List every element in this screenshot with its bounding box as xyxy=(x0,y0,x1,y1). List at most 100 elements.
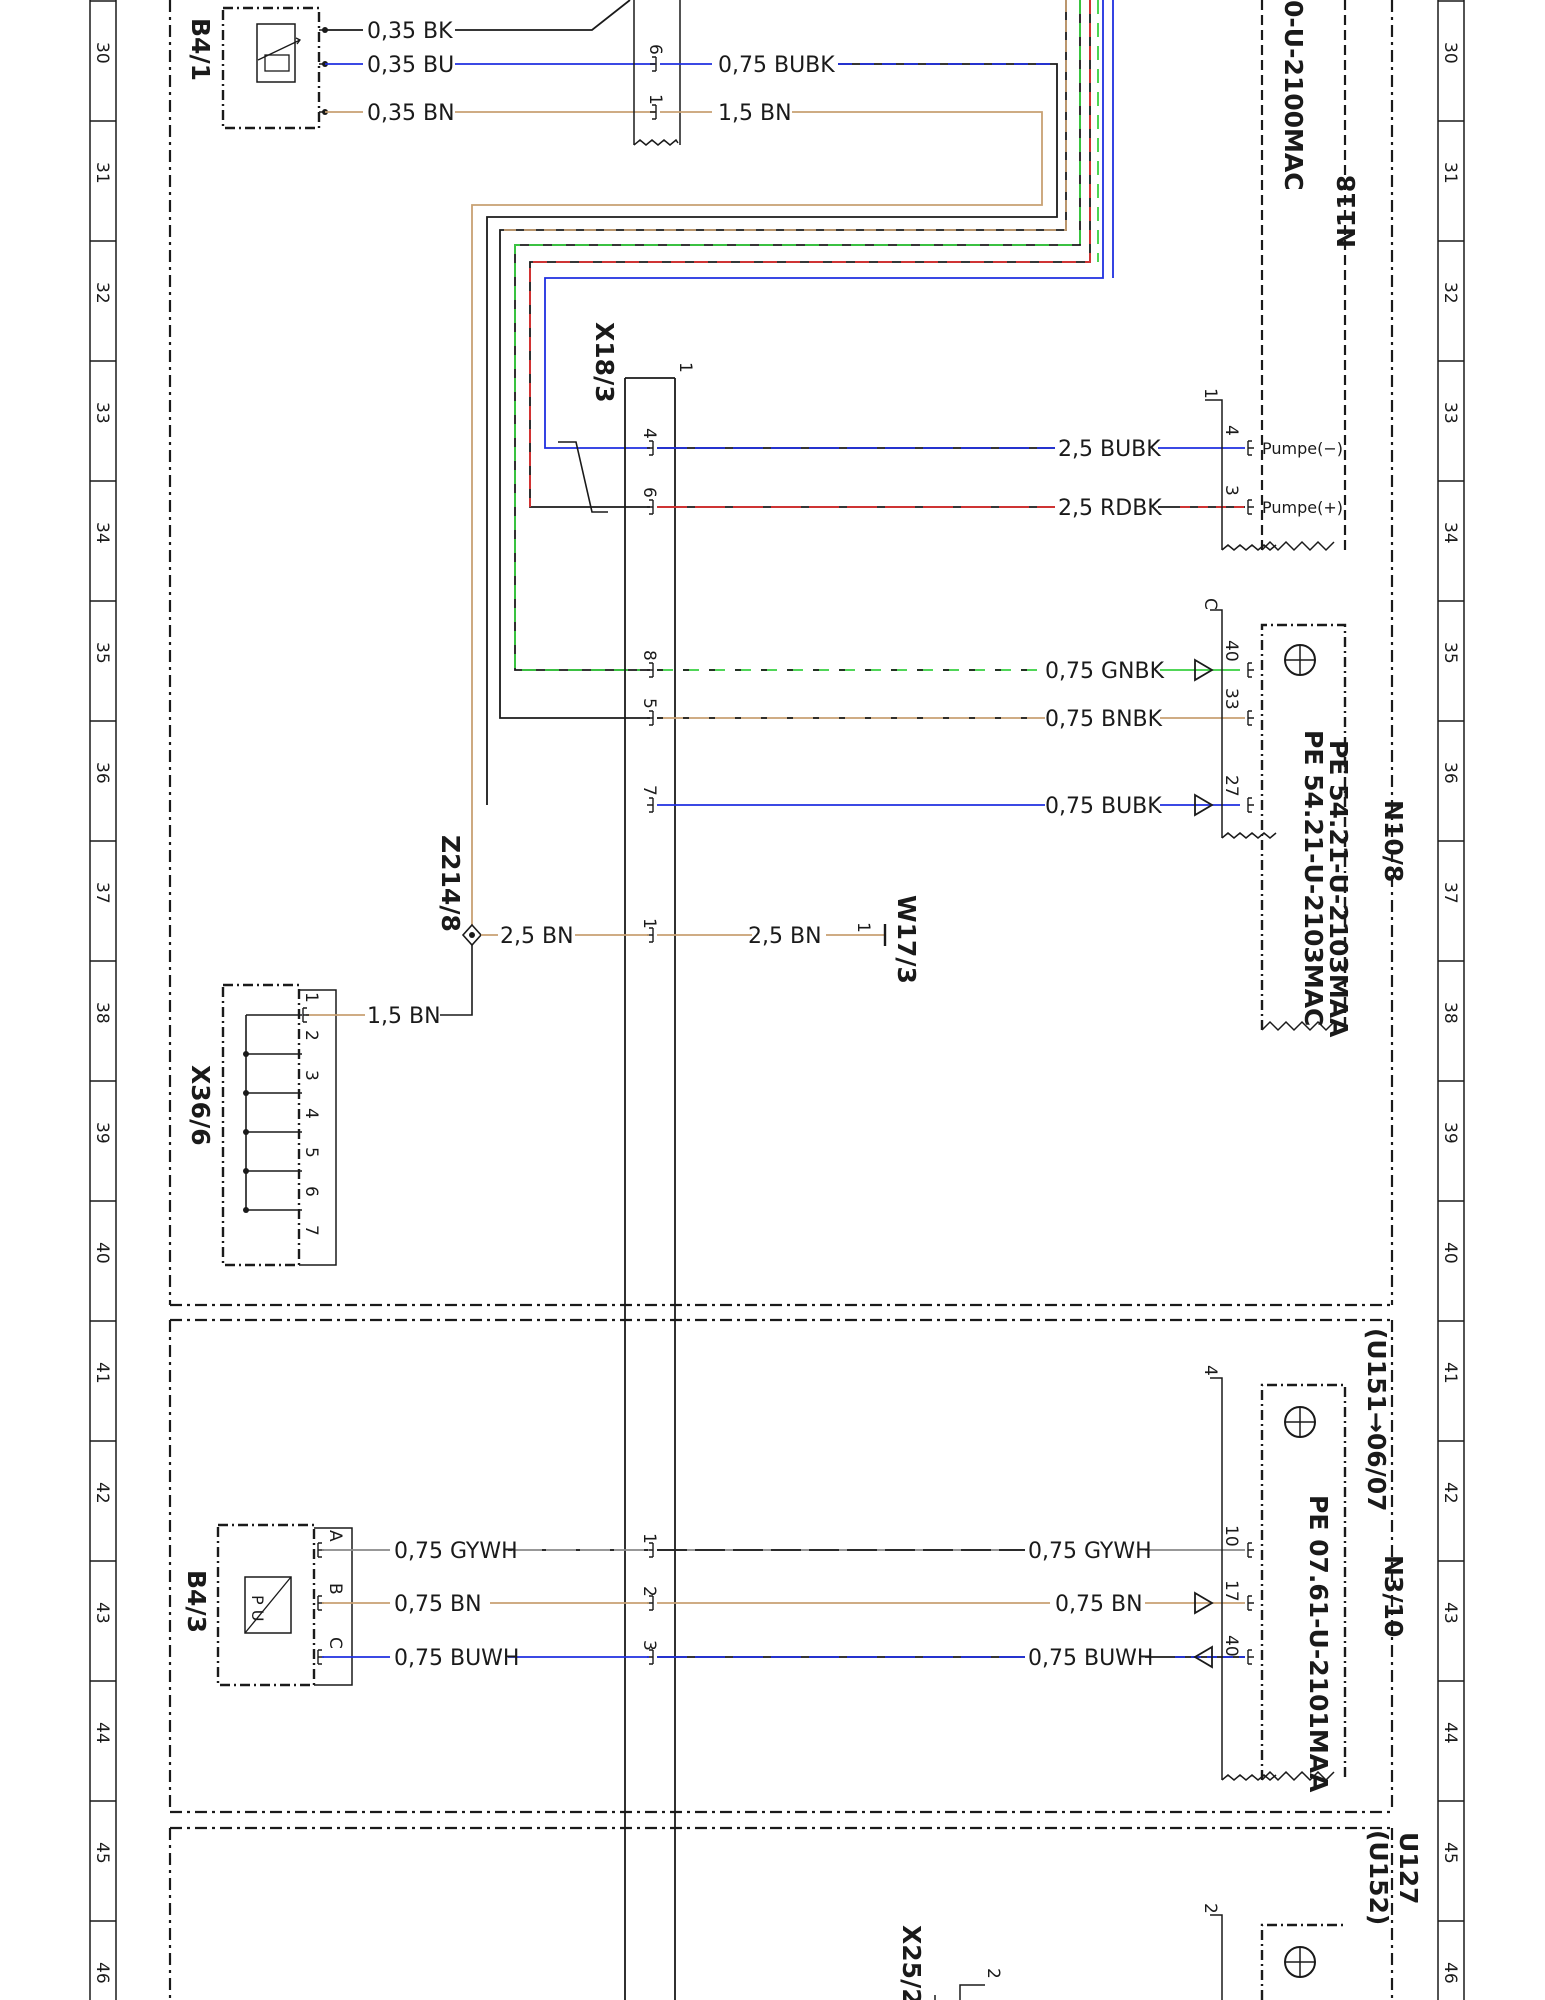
ruler-number: 32 xyxy=(1440,282,1460,304)
pin-label: A xyxy=(325,1530,345,1542)
ruler-number: 45 xyxy=(1440,1842,1460,1864)
ruler-number: 38 xyxy=(1440,1002,1460,1024)
pin-label: 2 xyxy=(983,1968,1003,1979)
ruler-number: 40 xyxy=(92,1242,112,1264)
ruler-number: 40 xyxy=(1440,1242,1460,1264)
pin-label: 4 xyxy=(301,1108,321,1119)
label-n10-8-pe2: PE 54.21-U-2103MAC xyxy=(1299,730,1328,1026)
pin-label: 10 xyxy=(1221,1525,1241,1547)
ruler-number: 39 xyxy=(92,1122,112,1144)
wire-label-n10-3: 0,75 BUBK xyxy=(1045,794,1162,819)
wire-label-n10-2: 0,75 BNBK xyxy=(1045,707,1163,732)
x36-6-connector xyxy=(221,983,365,1267)
lower-wires xyxy=(322,1549,1245,1658)
n3-10-frame xyxy=(1210,1377,1347,1782)
n118-frame xyxy=(1260,0,1347,550)
wire-label-n10-1: 0,75 GNBK xyxy=(1045,659,1165,684)
ruler-number: 34 xyxy=(1440,522,1460,544)
ruler-number: 30 xyxy=(92,42,112,64)
b4-1-sensor xyxy=(221,6,328,130)
pin-label: 2 xyxy=(301,1030,321,1041)
ruler-number: 32 xyxy=(92,282,112,304)
b4-1-wires xyxy=(325,0,655,113)
ruler-number: 44 xyxy=(1440,1722,1460,1744)
ruler-number: 43 xyxy=(1440,1602,1460,1624)
ruler-number: 31 xyxy=(1440,162,1460,184)
label-n3-10: N3/10 xyxy=(1379,1555,1408,1637)
label-w17-3: W17/3 xyxy=(892,895,921,984)
ruler-number: 34 xyxy=(92,522,112,544)
ruler-number: 41 xyxy=(1440,1362,1460,1384)
wire-label-n3-1: 0,75 GYWH xyxy=(1028,1539,1152,1564)
label-x25: X25/2 xyxy=(897,1925,926,2000)
section-wires xyxy=(471,0,1114,930)
ruler-number: 35 xyxy=(1440,642,1460,664)
n10-8-frame xyxy=(1210,609,1347,1032)
pu-symbol-label: P U xyxy=(248,1595,267,1621)
pump-minus-label: Pumpe(−) xyxy=(1262,439,1343,458)
label-n3-10-pe: PE 07.61-U-2101MAA xyxy=(1304,1495,1333,1793)
n118-connector xyxy=(1205,399,1335,552)
pin-label: 27 xyxy=(1221,775,1241,797)
ruler-number: 35 xyxy=(92,642,112,664)
ruler-number: 43 xyxy=(92,1602,112,1624)
label-b4-1: B4/1 xyxy=(186,18,215,81)
ruler-number: 44 xyxy=(92,1722,112,1744)
label-n118: N118 xyxy=(1332,175,1361,248)
label-x18-3: X18/3 xyxy=(590,322,619,403)
pin-label: 2 xyxy=(1200,1903,1220,1914)
pin-label: 40 xyxy=(1221,1635,1241,1657)
wire-label-b4-3-1: 0,75 GYWH xyxy=(394,1539,518,1564)
pin-label: 6 xyxy=(301,1186,321,1197)
pin-label: 33 xyxy=(1221,688,1241,710)
pin-label: 1 xyxy=(639,1533,659,1544)
pin-label: 4 xyxy=(1200,1365,1220,1376)
wire-label-sec-1: 0,75 BUBK xyxy=(718,53,835,78)
ruler-ticks xyxy=(90,0,1464,1922)
ruler-number: 33 xyxy=(92,402,112,424)
ruler-number: 42 xyxy=(1440,1482,1460,1504)
ruler-number: 36 xyxy=(92,762,112,784)
ruler-number: 42 xyxy=(92,1482,112,1504)
label-b4-3: B4/3 xyxy=(182,1570,211,1633)
x18-right-wires xyxy=(657,447,1245,936)
pin-label: 6 xyxy=(645,44,665,55)
label-u151: (U151→06/07 xyxy=(1362,1328,1391,1512)
pin-label: 7 xyxy=(301,1225,321,1236)
ruler-number: 30 xyxy=(1440,42,1460,64)
pin-label: C xyxy=(1200,598,1220,610)
n10-8-diode-icons xyxy=(1194,658,1214,817)
wire-label-b4-3-3: 0,75 BUWH xyxy=(394,1646,519,1671)
ruler-number: 38 xyxy=(92,1002,112,1024)
ruler-number: 46 xyxy=(1440,1962,1460,1984)
section-frames xyxy=(168,0,1394,2000)
ruler-number: 37 xyxy=(1440,882,1460,904)
wire-label-pump-2: 2,5 RDBK xyxy=(1058,496,1162,521)
wire-label-b4-1-2: 0,35 BU xyxy=(367,53,454,78)
pin-label: 1 xyxy=(853,922,873,933)
pin-label: B xyxy=(325,1583,345,1595)
ruler-number: 39 xyxy=(1440,1122,1460,1144)
wire-label-pump-1: 2,5 BUBK xyxy=(1058,437,1161,462)
b4-3-sensor xyxy=(216,1523,353,1687)
pin-label: 1 xyxy=(645,94,665,105)
label-n118-part: 0-U-2100MAC xyxy=(1279,0,1308,191)
pin-label: 7 xyxy=(639,785,659,796)
label-u152: (U152) xyxy=(1364,1830,1393,1925)
wire-label-b4-3-2: 0,75 BN xyxy=(394,1592,482,1617)
pin-label: 3 xyxy=(301,1070,321,1081)
ruler-number: 41 xyxy=(92,1362,112,1384)
label-n10-8: N10/8 xyxy=(1379,800,1408,882)
pump-plus-label: Pumpe(+) xyxy=(1262,498,1343,517)
z214-8-junction xyxy=(440,923,649,1016)
wire-label-b4-1-1: 0,35 BK xyxy=(367,19,453,44)
wire-label-x36: 1,5 BN xyxy=(367,1004,441,1029)
wire-label-n3-2: 0,75 BN xyxy=(1055,1592,1143,1617)
pin-label: 2 xyxy=(639,1586,659,1597)
pin-label: 17 xyxy=(1221,1580,1241,1602)
wire-label-sec-2: 1,5 BN xyxy=(718,101,792,126)
pin-label: 4 xyxy=(1221,425,1241,436)
pin-label: 40 xyxy=(1221,640,1241,662)
